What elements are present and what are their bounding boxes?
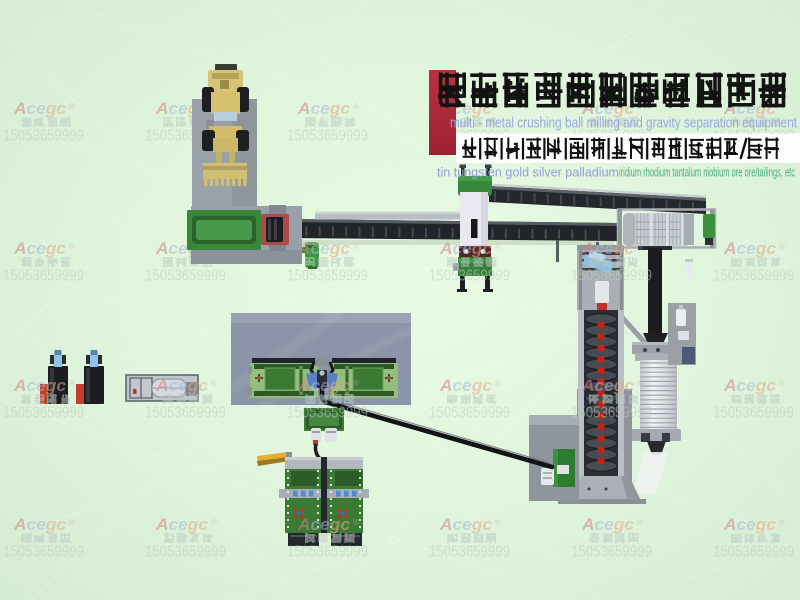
svg-text:15053659999: 15053659999 xyxy=(145,268,226,285)
svg-text:®: ® xyxy=(779,379,785,388)
svg-text:15053659999: 15053659999 xyxy=(3,405,84,422)
svg-text:15053659999: 15053659999 xyxy=(429,268,510,285)
svg-text:multi - metal crushing ball mi: multi - metal crushing ball milling and … xyxy=(450,115,798,132)
svg-text:Acegc: Acegc xyxy=(439,515,493,534)
svg-text:Acegc: Acegc xyxy=(581,515,635,534)
svg-text:Acegc: Acegc xyxy=(155,376,209,395)
svg-text:15053659999: 15053659999 xyxy=(287,544,368,561)
svg-text:®: ® xyxy=(637,518,643,527)
svg-text:®: ® xyxy=(211,518,217,527)
svg-text:®: ® xyxy=(353,379,359,388)
svg-text:Acegc: Acegc xyxy=(723,239,777,258)
svg-text:Acegc: Acegc xyxy=(297,239,351,258)
svg-text:Acegc: Acegc xyxy=(13,376,67,395)
svg-text:®: ® xyxy=(495,102,501,111)
svg-text:Acegc: Acegc xyxy=(297,376,351,395)
svg-text:15053659999: 15053659999 xyxy=(713,268,794,285)
svg-text:®: ® xyxy=(69,379,75,388)
svg-text:15053659999: 15053659999 xyxy=(3,268,84,285)
svg-text:Acegc: Acegc xyxy=(297,99,351,118)
svg-text:®: ® xyxy=(637,242,643,251)
svg-text:Acegc: Acegc xyxy=(13,239,67,258)
svg-text:Acegc: Acegc xyxy=(723,376,777,395)
svg-text:®: ® xyxy=(69,518,75,527)
svg-text:15053659999: 15053659999 xyxy=(287,128,368,145)
svg-text:15053659999: 15053659999 xyxy=(287,405,368,422)
svg-text:15053659999: 15053659999 xyxy=(145,544,226,561)
svg-text:Acegc: Acegc xyxy=(13,515,67,534)
svg-text:tin tungsten gold silver palla: tin tungsten gold silver palladium xyxy=(437,166,619,180)
svg-text:®: ® xyxy=(779,242,785,251)
svg-text:®: ® xyxy=(495,242,501,251)
svg-text:15053659999: 15053659999 xyxy=(145,405,226,422)
svg-text:®: ® xyxy=(353,518,359,527)
svg-text:®: ® xyxy=(69,102,75,111)
svg-text:15053659999: 15053659999 xyxy=(571,544,652,561)
svg-text:15053659999: 15053659999 xyxy=(429,405,510,422)
svg-text:Acegc: Acegc xyxy=(439,239,493,258)
svg-text:15053659999: 15053659999 xyxy=(429,544,510,561)
svg-text:15053659999: 15053659999 xyxy=(3,544,84,561)
svg-text:15053659999: 15053659999 xyxy=(713,405,794,422)
svg-text:®: ® xyxy=(495,518,501,527)
svg-text:15053659999: 15053659999 xyxy=(287,268,368,285)
svg-text:®: ® xyxy=(637,379,643,388)
svg-text:®: ® xyxy=(69,242,75,251)
svg-text:®: ® xyxy=(211,379,217,388)
svg-text:iridium rhodium tantalum niobi: iridium rhodium tantalum niobium ore ore… xyxy=(619,166,795,180)
svg-text:Acegc: Acegc xyxy=(297,515,351,534)
svg-text:®: ® xyxy=(353,102,359,111)
svg-text:15053659999: 15053659999 xyxy=(713,544,794,561)
svg-text:Acegc: Acegc xyxy=(581,239,635,258)
svg-text:Acegc: Acegc xyxy=(723,515,777,534)
svg-text:15053659999: 15053659999 xyxy=(571,405,652,422)
svg-text:®: ® xyxy=(779,518,785,527)
svg-text:Acegc: Acegc xyxy=(155,515,209,534)
svg-text:15053659999: 15053659999 xyxy=(571,268,652,285)
svg-text:®: ® xyxy=(495,379,501,388)
svg-text:®: ® xyxy=(353,242,359,251)
svg-text:Acegc: Acegc xyxy=(581,376,635,395)
svg-text:Acegc: Acegc xyxy=(13,99,67,118)
svg-text:15053659999: 15053659999 xyxy=(3,128,84,145)
svg-text:Acegc: Acegc xyxy=(439,376,493,395)
